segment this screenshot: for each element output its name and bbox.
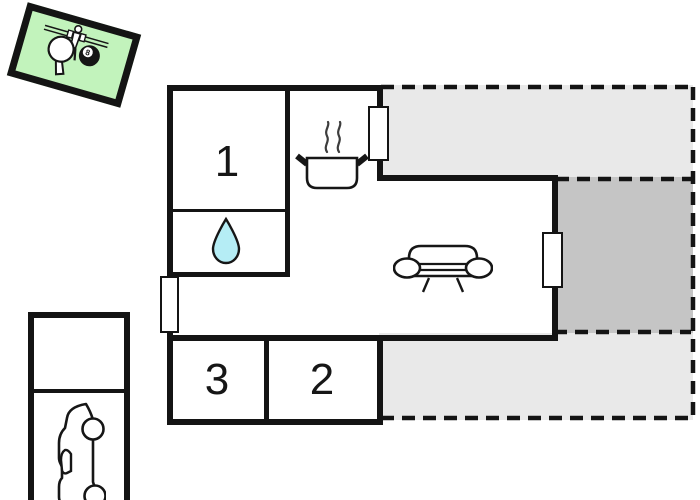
car-icon xyxy=(57,402,106,500)
terrace-top xyxy=(379,85,693,179)
steam-icon xyxy=(324,120,342,154)
sofa-icon xyxy=(393,244,493,293)
wall-top xyxy=(167,85,383,91)
wall-left xyxy=(167,85,173,425)
wall-room2-right xyxy=(377,335,383,425)
pot-icon xyxy=(295,153,369,190)
water-drop-icon xyxy=(211,216,241,265)
wall-room1-bath-divider xyxy=(170,209,288,212)
game-room-icons: 8 xyxy=(43,24,109,76)
terrace-right xyxy=(552,177,693,334)
window-top-right xyxy=(368,106,389,161)
game-room: 8 xyxy=(6,2,142,108)
table-tennis-paddle-icon xyxy=(47,35,75,76)
room-label-2: 2 xyxy=(309,355,335,404)
wall-living-bottom xyxy=(167,335,558,341)
window-living-right xyxy=(542,232,563,288)
wall-bath-bottom xyxy=(167,272,290,277)
room-label-1: 1 xyxy=(214,137,240,186)
eight-ball-label: 8 xyxy=(84,48,91,58)
cooking-pot-steam-icon xyxy=(295,120,369,190)
wall-room1-right xyxy=(285,85,290,277)
wall-mid-horizontal xyxy=(377,175,558,181)
wall-bottom xyxy=(167,419,383,425)
room-label-3: 3 xyxy=(204,355,230,404)
terrace-bottom xyxy=(379,333,693,420)
garage-divider-wall xyxy=(34,389,124,393)
foosball-player-icon xyxy=(43,24,109,61)
window-left xyxy=(160,276,179,333)
eight-ball-icon: 8 xyxy=(78,45,100,67)
terrace-dashed-borders xyxy=(381,84,696,421)
wall-room3-room2-divider xyxy=(264,335,269,425)
